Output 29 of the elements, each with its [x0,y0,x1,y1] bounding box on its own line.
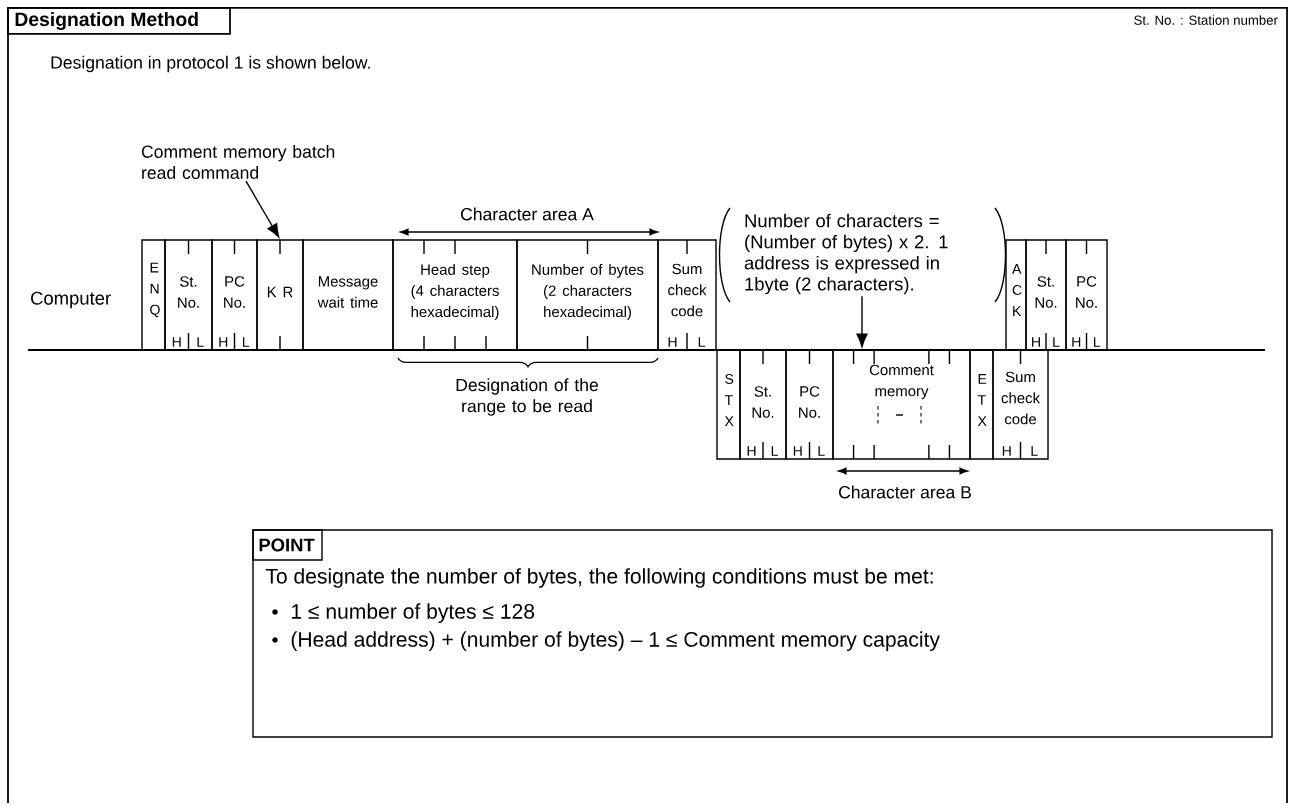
area-label: Character area A [461,207,594,221]
legend-note: St. No. : Station number [1134,15,1278,25]
heading: Designation Method [7,7,231,35]
note: Number of characters = (Number of bytes) x 2. 1 address is expressed in 1byte (2 characters). [718,207,1007,303]
frame-field: St. No. H L [164,239,213,351]
arrow [856,295,868,348]
frame-field: PC No. H L [785,349,834,460]
arrow [245,180,280,238]
frame-field: Sum check code H L [992,349,1049,460]
frame-field: St. No. H L [739,349,787,460]
intro-text: Designation in protocol 1 is shown below. [51,55,370,73]
frame-field: K R [256,239,304,351]
frame-field: Message wait time [302,239,394,351]
range-label: Designation of the range to be read [456,378,598,416]
frame-field: PC No. H L [211,239,258,351]
frame-field: Comment memory [832,349,971,460]
frame-field: A C K [1005,239,1027,351]
frame-field: S T X [716,349,741,460]
frame-field: Head step (4 characters hexadecimal) [392,239,518,351]
side-label: Computer [31,291,111,309]
callout-text: Comment memory batch read command [141,145,335,179]
point-box: POINT To designate the number of bytes, the following conditions must be met: 1 ≤ number of bytes ≤ 128 (Head address) + (number of bytes) – 1 ≤ Comment memory capacity [252,529,1273,738]
frame-field: E N Q [141,239,166,351]
frame-field: Number of bytes (2 characters hexadecimal) [516,239,659,351]
frame-field: PC No. H L [1065,239,1108,351]
frame-field: St. No. H L [1025,239,1067,351]
frame-field: Sum check code H L [657,239,717,351]
frame-field: E T X [969,349,994,460]
area-label: Character area B [839,485,971,499]
